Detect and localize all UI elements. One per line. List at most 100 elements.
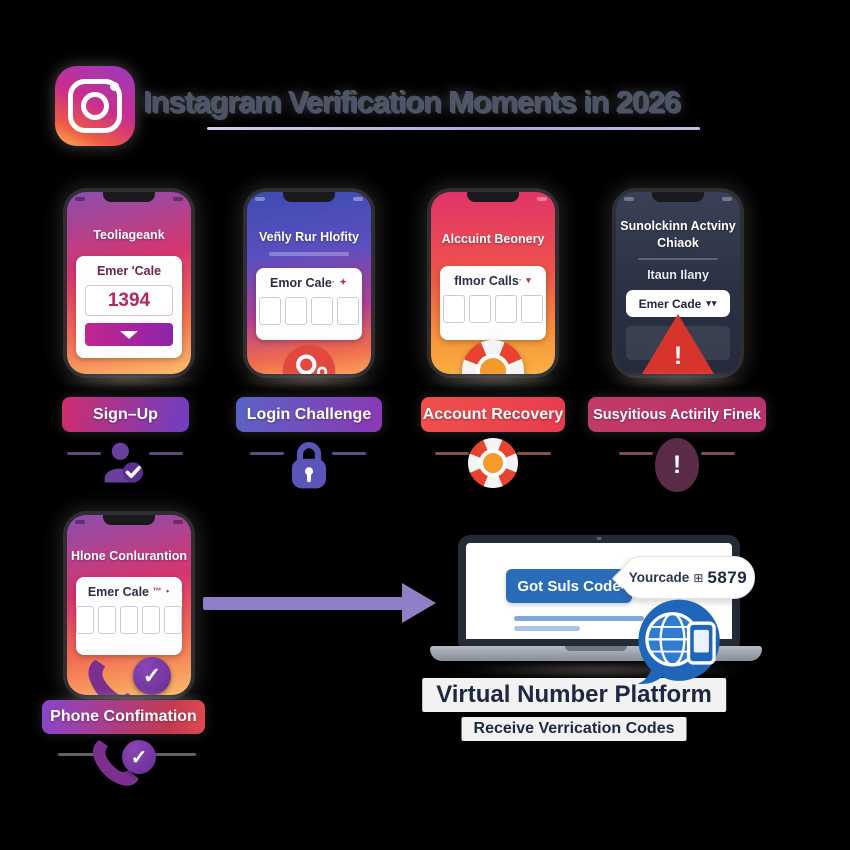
label-signup: Sign–Up <box>62 397 189 432</box>
text-placeholder-line <box>514 626 580 631</box>
phone-shadow <box>419 374 569 386</box>
phone-suspicious-activity: Sunolckinn Actviny Chiaok Itaun Ilany Em… <box>612 188 744 378</box>
right-arrow-icon <box>203 583 436 623</box>
page-title: Instagram Verification Moments in 2026 <box>143 84 681 119</box>
suspicious-subtitle: Itaun Ilany <box>647 268 709 282</box>
code-box[interactable] <box>142 606 160 634</box>
platform-title: Virtual Number Platform <box>422 678 726 712</box>
decor-line <box>149 452 183 455</box>
code-boxes[interactable] <box>256 297 362 325</box>
check-circle-icon: ✓ <box>133 657 171 695</box>
code-input[interactable]: 1394 <box>85 285 173 316</box>
code-box[interactable] <box>285 297 307 325</box>
decor-line <box>517 452 551 455</box>
lock-icon <box>287 438 331 497</box>
code-bubble: Yourcade ⊞ 5879 <box>621 556 755 599</box>
status-bar-right <box>722 197 732 201</box>
check-circle-icon: ✓ <box>122 740 156 774</box>
code-grid-icon: ⊞ <box>693 570 704 585</box>
phone-confirmation-device: Hlone Conlurantion Emer Cale ™ • ✓ <box>63 511 195 699</box>
recovery-screen-title: Alccuint Beonery <box>441 232 545 246</box>
status-bar-right <box>173 520 183 524</box>
recovery-card-title: fImor Calls· ▾ <box>454 274 532 288</box>
instagram-logo-lens <box>81 92 109 120</box>
phone-notch <box>103 192 155 202</box>
decor-line <box>701 452 735 455</box>
status-bar-left <box>75 197 85 201</box>
confirmation-card-title: Emer Cale ™ • <box>87 585 171 599</box>
status-bar-left <box>624 197 634 201</box>
text-placeholder-line <box>514 616 644 621</box>
status-bar-right <box>353 197 363 201</box>
phone-login-challenge: Veñly Rur Hlofity Emor Cale· ✦ <box>243 188 375 378</box>
phone-account-recovery: Alccuint Beonery fImor Calls· ▾ <box>427 188 559 378</box>
decor-line <box>58 753 98 756</box>
decor-line <box>250 452 284 455</box>
code-box[interactable] <box>259 297 281 325</box>
screen-divider <box>638 258 718 260</box>
code-box[interactable] <box>120 606 138 634</box>
get-sms-code-button[interactable]: Got Suls Code <box>506 569 632 603</box>
decor-line <box>619 452 653 455</box>
confirmation-code-card: Emer Cale ™ • <box>76 577 182 655</box>
phone-signup: Teoliageank Emer 'Cale 1394 <box>63 188 195 378</box>
login-code-card: Emor Cale· ✦ <box>256 268 362 340</box>
phone-notch <box>467 192 519 202</box>
decor-line <box>435 452 469 455</box>
phone-notch <box>103 515 155 525</box>
code-box[interactable] <box>311 297 333 325</box>
decor-line <box>332 452 366 455</box>
profile-lock-icon <box>280 342 338 374</box>
code-dropdown-field[interactable]: Emer Cade ▾▾ <box>626 290 730 317</box>
code-boxes[interactable] <box>76 606 182 634</box>
instagram-logo-icon <box>55 66 135 146</box>
user-check-icon <box>100 438 150 493</box>
label-phone-confirmation: Phone Confimation <box>42 700 205 734</box>
login-card-title: Emor Cale· ✦ <box>270 276 348 290</box>
screen-divider <box>269 252 349 256</box>
login-screen-title: Veñly Rur Hlofity <box>258 230 360 244</box>
suspicious-screen-title: Sunolckinn Actviny Chiaok <box>620 219 736 250</box>
card-title-glyphs: ™ • <box>152 586 171 596</box>
status-bar-right <box>537 197 547 201</box>
card-title-glyphs: · ▾ <box>518 275 532 285</box>
chevron-down-icon: ▾▾ <box>706 298 718 308</box>
phone-handset-icon <box>83 653 145 695</box>
status-bar-left <box>75 520 85 524</box>
label-login-challenge: Login Challenge <box>236 397 382 432</box>
webcam-dot <box>596 537 602 540</box>
chevron-down-icon <box>120 330 138 339</box>
label-account-recovery: Account Recovery <box>421 397 565 432</box>
code-boxes[interactable] <box>440 295 546 323</box>
confirm-button[interactable] <box>85 323 173 346</box>
code-box[interactable] <box>98 606 116 634</box>
bubble-code: 5879 <box>707 567 748 587</box>
label-suspicious-activity: Susyitious Actirily Finek <box>588 397 766 432</box>
instagram-logo-frame <box>68 79 122 133</box>
laptop-base-notch <box>565 646 627 651</box>
code-box[interactable] <box>443 295 465 323</box>
recovery-code-card: fImor Calls· ▾ <box>440 266 546 340</box>
lifebuoy-icon <box>462 340 524 374</box>
title-underline <box>207 127 700 130</box>
signup-screen-title: Teoliageank <box>93 228 165 242</box>
phone-shadow <box>55 374 205 386</box>
phone-check-icon <box>88 734 144 795</box>
code-box[interactable] <box>76 606 94 634</box>
code-box[interactable] <box>164 606 182 634</box>
platform-subtitle: Receive Verrication Codes <box>461 717 687 741</box>
phone-notch <box>652 192 704 202</box>
code-box[interactable] <box>337 297 359 325</box>
decor-line <box>152 753 196 756</box>
code-box[interactable] <box>521 295 543 323</box>
phone-shadow <box>235 374 385 386</box>
bubble-label: Yourcade <box>628 570 690 585</box>
phone-shadow <box>604 374 754 386</box>
confirmation-screen-title: Hlone Conlurantion <box>71 549 187 563</box>
instagram-logo-dot <box>110 82 119 91</box>
code-box[interactable] <box>469 295 491 323</box>
code-box[interactable] <box>495 295 517 323</box>
phone-notch <box>283 192 335 202</box>
globe-phone-icon <box>629 596 733 697</box>
status-bar-right <box>173 197 183 201</box>
